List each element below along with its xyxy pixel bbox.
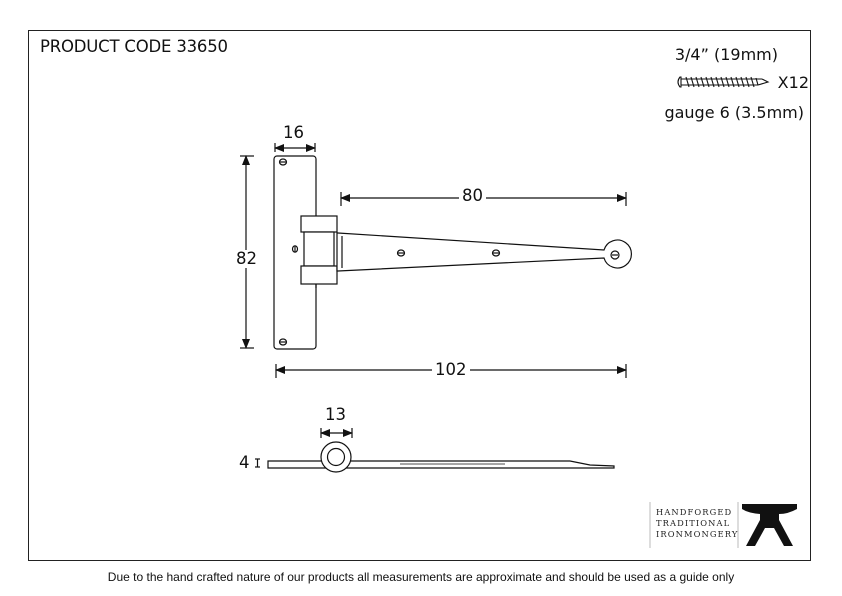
total-length-label: 102 <box>432 361 470 379</box>
drawing-frame <box>28 30 811 561</box>
strap-length-label: 80 <box>459 187 486 205</box>
logo-line-2: TRADITIONAL <box>656 518 731 528</box>
screw-gauge: gauge 6 (3.5mm) <box>664 103 804 122</box>
logo-line-1: HANDFORGED <box>656 507 733 517</box>
plate-height-label: 82 <box>233 250 260 268</box>
strap <box>336 232 633 272</box>
product-code: PRODUCT CODE 33650 <box>40 37 228 56</box>
screw-quantity: X12 <box>777 73 809 92</box>
screw-size: 3/4” (19mm) <box>674 45 778 64</box>
knuckle-diameter-label: 13 <box>322 406 349 424</box>
thickness-label: 4 <box>239 453 250 472</box>
screw-icon <box>677 76 770 88</box>
disclaimer: Due to the hand crafted nature of our pr… <box>107 570 735 584</box>
logo-line-3: IRONMONGERY <box>656 529 739 539</box>
knuckle <box>300 215 338 288</box>
anvil-icon <box>742 504 797 546</box>
logo-text: HANDFORGED TRADITIONAL IRONMONGERY <box>656 507 738 540</box>
plate-width-label: 16 <box>280 124 307 142</box>
side-profile <box>267 441 615 473</box>
